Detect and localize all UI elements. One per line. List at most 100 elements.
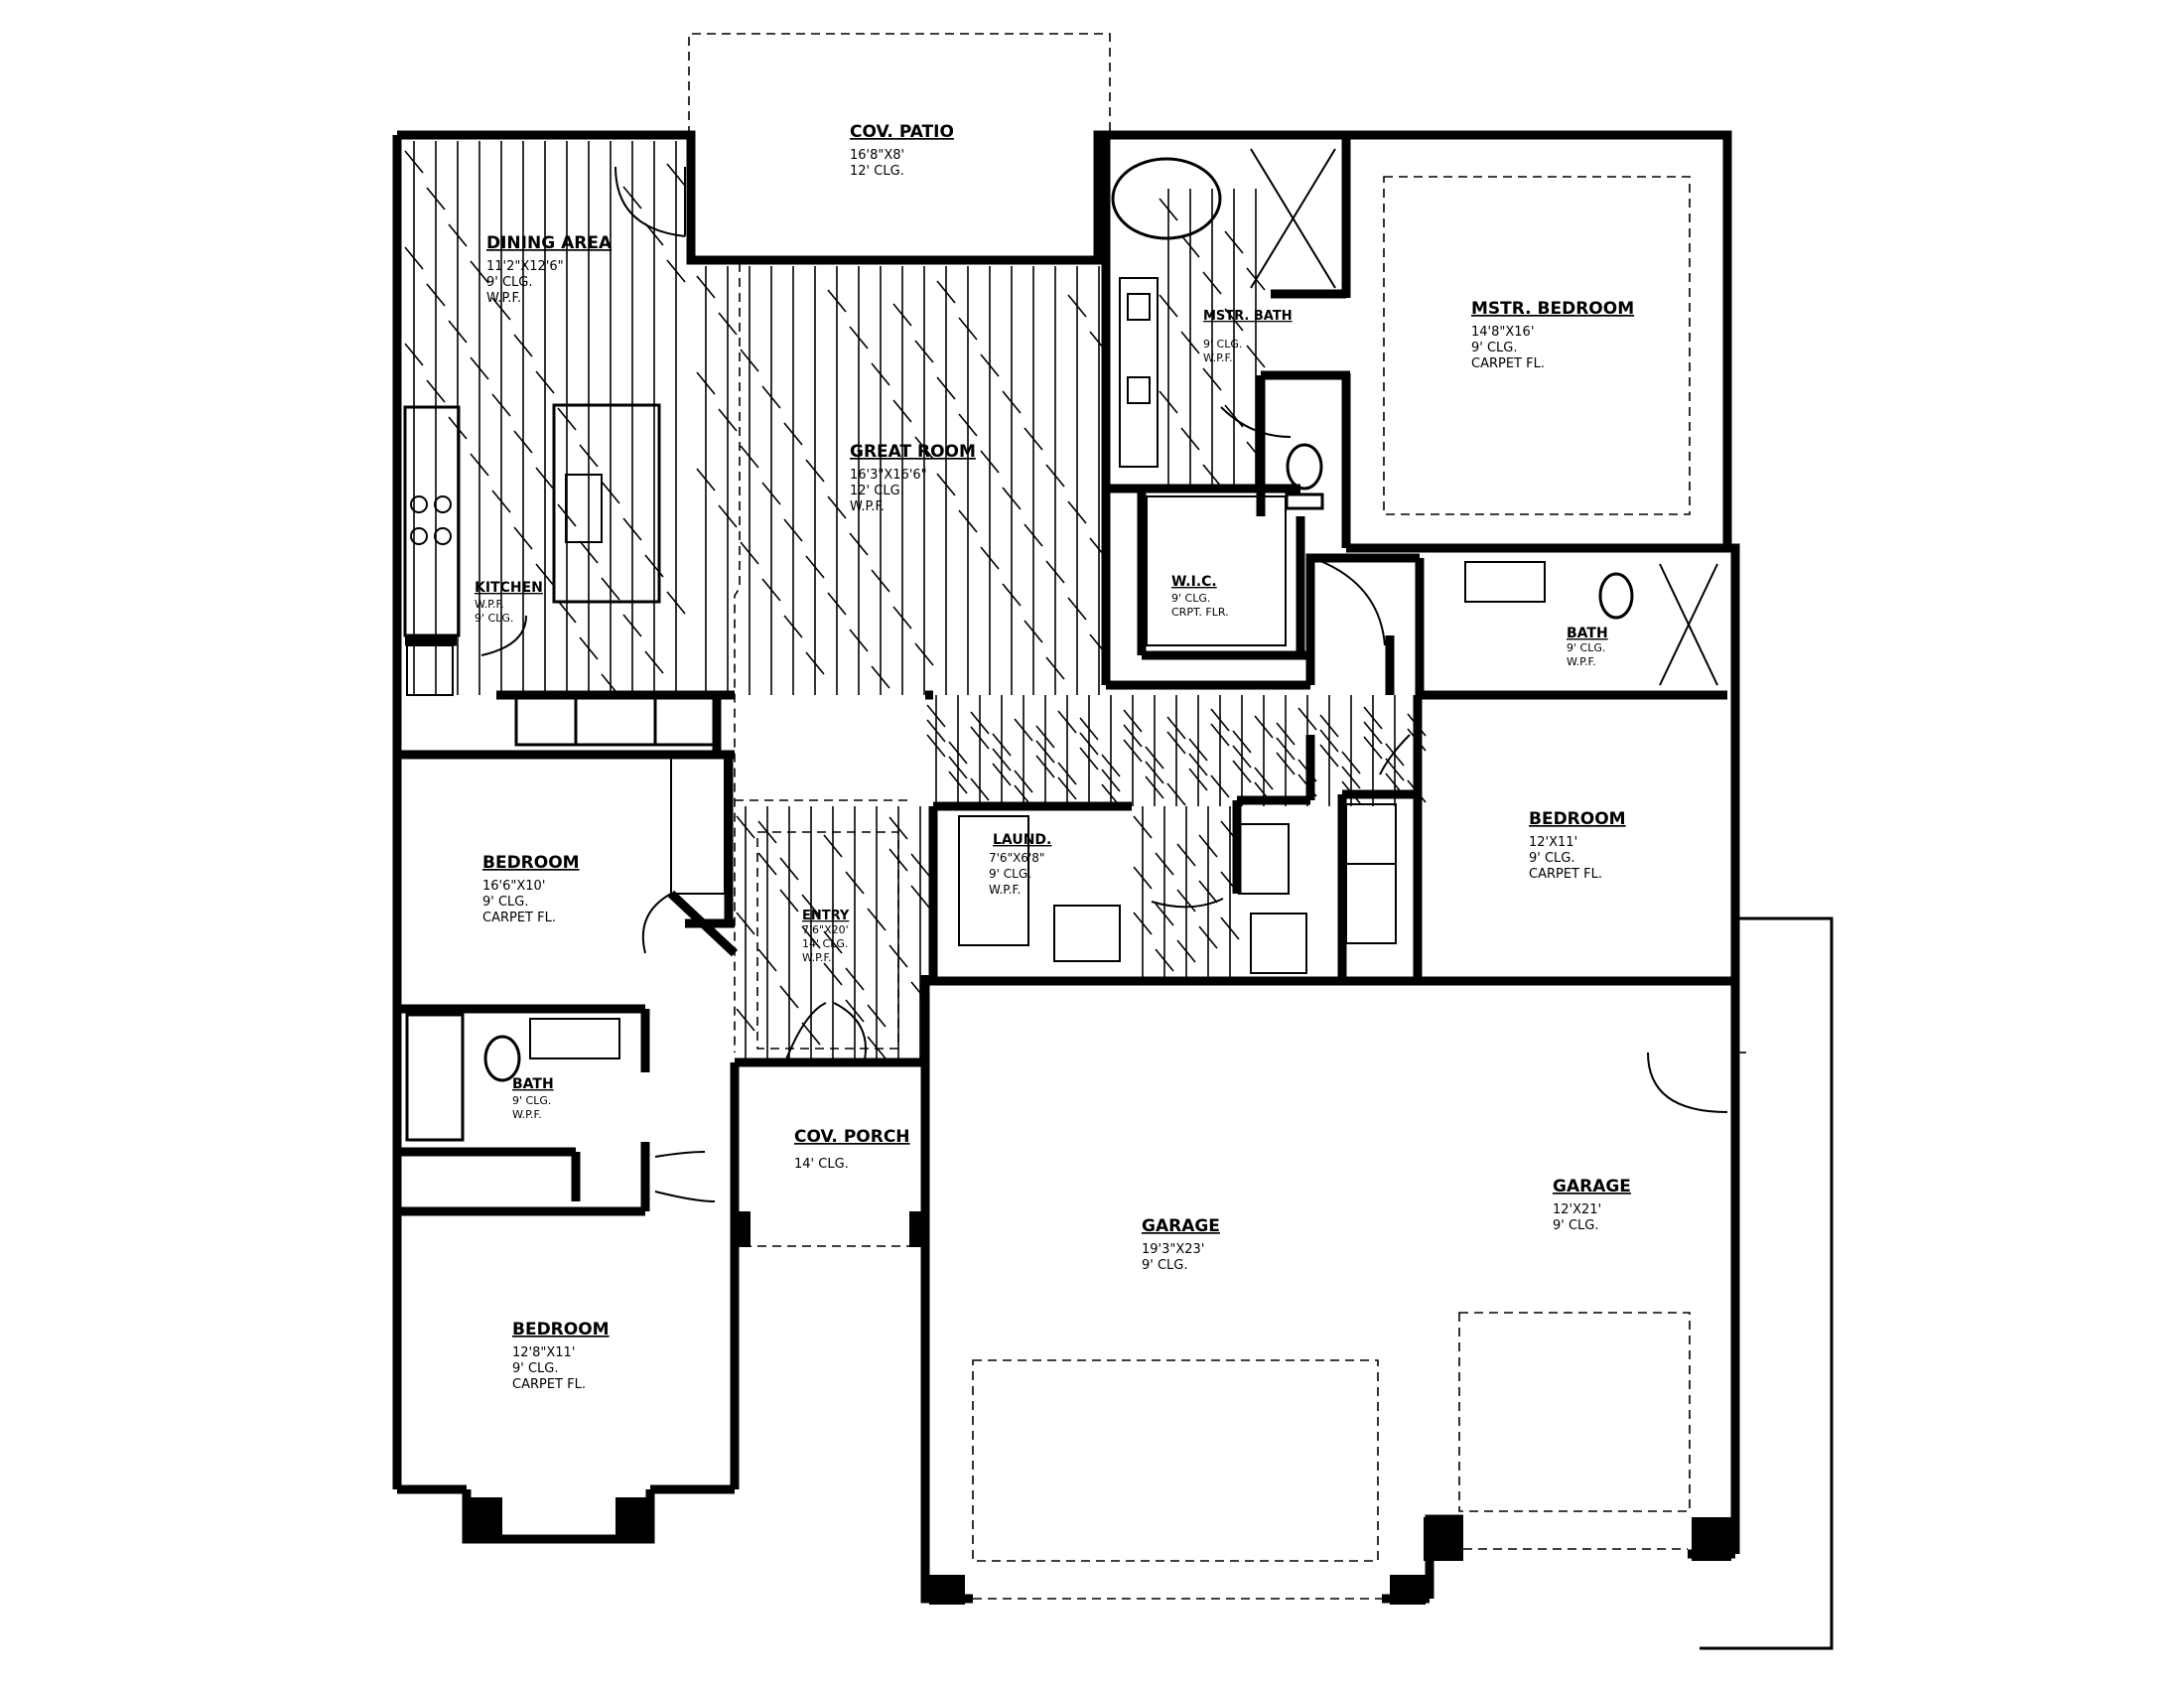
floor-plank-joint	[1145, 761, 1164, 784]
floor-plank-joint	[1232, 730, 1252, 754]
floor-plank-joint	[761, 385, 781, 409]
floor-plank-joint	[1180, 427, 1200, 451]
floor-plank-joint	[845, 967, 865, 991]
floor-plank-joint	[871, 569, 890, 593]
floor-plank-joint	[1024, 427, 1043, 451]
floor-plank-joint	[718, 504, 738, 528]
floor-plank-joint	[992, 748, 1012, 772]
svg-text:9' CLG.: 9' CLG.	[1203, 338, 1242, 351]
floor-plank-joint	[736, 912, 755, 935]
floor-plank-joint	[761, 482, 781, 505]
svg-text:CARPET FL.: CARPET FL.	[482, 911, 556, 925]
floor-plank-joint	[867, 1004, 887, 1028]
floor-plank-joint	[1202, 464, 1222, 488]
floor-plank-joint	[926, 704, 946, 728]
kitchen-counter	[403, 405, 461, 637]
floor-plank-joint	[871, 665, 890, 689]
floor-plank-joint	[622, 517, 642, 541]
fixtures	[403, 148, 1718, 1142]
floor-plank-joint	[513, 526, 533, 550]
floor-plank-joint	[1180, 234, 1200, 258]
svg-text:W.P.F.: W.P.F.	[486, 291, 521, 306]
floor-plank-joint	[1145, 746, 1164, 770]
floor-plank-joint	[1198, 925, 1218, 949]
floor-plank-joint	[867, 908, 887, 931]
svg-text:W.P.F.: W.P.F.	[512, 1108, 542, 1121]
floor-plank-joint	[740, 349, 759, 372]
floor-plank-joint	[622, 614, 642, 637]
svg-text:W.P.F.: W.P.F.	[989, 883, 1021, 897]
floor-plank-joint	[1166, 782, 1186, 806]
floor-plank-joint	[849, 629, 869, 652]
floor-plank-joint	[992, 763, 1012, 786]
svg-text:11'2"X12'6": 11'2"X12'6"	[486, 259, 564, 274]
floor-plank-joint	[491, 393, 511, 417]
bathtub	[1111, 157, 1222, 240]
floor-plank-joint	[970, 777, 990, 801]
floor-plank-joint	[970, 711, 990, 735]
floor-plank-joint	[696, 371, 716, 395]
svg-text:9' CLG.: 9' CLG.	[1171, 592, 1210, 605]
svg-text:9' CLG.: 9' CLG.	[1567, 641, 1605, 654]
floor-plank-joint	[1133, 815, 1153, 839]
floor-plank-joint	[470, 260, 489, 284]
floor-plank-joint	[845, 999, 865, 1023]
floor-plank-joint	[557, 407, 577, 431]
floor-plank-joint	[757, 852, 777, 876]
floor-plank-joint	[914, 340, 934, 363]
floor-plank-joint	[1014, 718, 1033, 742]
floor-plank-joint	[718, 312, 738, 336]
floor-plank-joint	[1220, 916, 1240, 940]
floor-plank-joint	[936, 280, 956, 304]
interior-walls	[397, 135, 1727, 1216]
floor-plank-joint	[948, 771, 968, 794]
floor-plank-joint	[740, 541, 759, 565]
floor-plank-joint	[736, 815, 755, 839]
floor-plank-joint	[958, 317, 978, 341]
floor-plank-joint	[1079, 747, 1099, 771]
room-name-garage2: GARAGE	[1553, 1177, 1631, 1196]
svg-text:9' CLG.: 9' CLG.	[1142, 1258, 1188, 1273]
floor-plank-joint	[1210, 723, 1230, 747]
floor-hatch	[404, 141, 1427, 1060]
floor-plank-joint	[404, 150, 424, 174]
floor-plank-joint	[1045, 656, 1065, 680]
floor-plank-joint	[1188, 768, 1208, 791]
floor-plank-joint	[892, 303, 912, 327]
room-name-bath3: BATH	[512, 1076, 554, 1092]
svg-text:CARPET FL.: CARPET FL.	[1471, 356, 1545, 371]
floor-plank-joint	[1035, 725, 1055, 749]
svg-text:CARPET FL.: CARPET FL.	[512, 1377, 586, 1392]
columns	[467, 1211, 1731, 1605]
floor-plank-joint	[491, 297, 511, 321]
room-name-bath2: BATH	[1567, 626, 1608, 641]
floor-plank-joint	[867, 1036, 887, 1059]
floor-plank-joint	[740, 445, 759, 469]
floor-plank-joint	[1319, 744, 1339, 768]
floor-plank-joint	[601, 577, 620, 601]
floor-plank-joint	[1276, 752, 1296, 775]
floor-plank-joint	[1319, 714, 1339, 738]
svg-text:9' CLG.: 9' CLG.	[1529, 851, 1575, 866]
floor-plank-joint	[1276, 722, 1296, 746]
svg-text:9' CLG.: 9' CLG.	[486, 275, 533, 290]
floor-plank-joint	[1002, 487, 1022, 510]
floor-plank-joint	[1133, 912, 1153, 935]
room-name-mbath: MSTR. BATH	[1203, 309, 1293, 324]
floor-plank-joint	[936, 473, 956, 496]
floor-plank-joint	[404, 246, 424, 270]
floor-plank-joint	[1224, 308, 1244, 332]
floor-plank-joint	[696, 275, 716, 299]
svg-text:CRPT. FLR.: CRPT. FLR.	[1171, 606, 1229, 619]
floor-plank-joint	[1176, 939, 1196, 963]
floor-plank-joint	[1067, 500, 1087, 524]
floor-plank-joint	[827, 592, 847, 616]
room-name-mbed: MSTR. BEDROOM	[1471, 299, 1634, 319]
svg-text:9' CLG.: 9' CLG.	[512, 1094, 551, 1107]
floor-plank-joint	[696, 468, 716, 492]
floor-plank-joint	[1155, 948, 1174, 972]
floor-plank-joint	[1363, 706, 1383, 730]
floor-plank-joint	[958, 413, 978, 437]
floor-plank-joint	[849, 532, 869, 556]
floor-plank-joint	[914, 642, 934, 666]
